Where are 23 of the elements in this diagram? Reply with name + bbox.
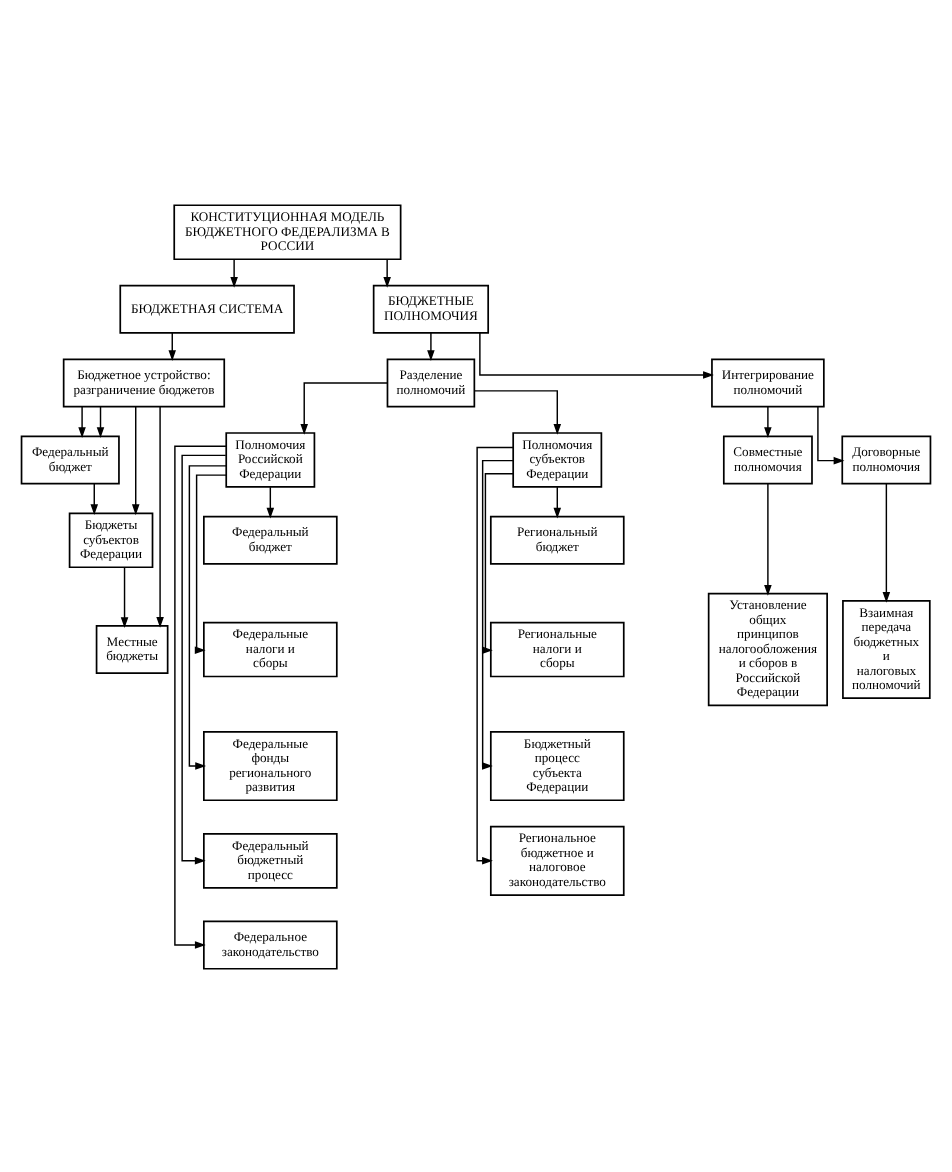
- arrow: [194, 473, 227, 653]
- arrow: [174, 444, 227, 948]
- arrow: [473, 389, 562, 434]
- arrow: [764, 405, 772, 437]
- arrow: [96, 405, 105, 437]
- arrow: [553, 485, 562, 518]
- arrow: [90, 482, 99, 514]
- arrow: [78, 405, 86, 437]
- arrow: [479, 331, 714, 378]
- arrow: [300, 381, 389, 434]
- arrow: [156, 405, 164, 627]
- arrow: [882, 482, 891, 602]
- arrow: [188, 464, 227, 769]
- arrow: [181, 453, 227, 864]
- arrow: [476, 445, 514, 864]
- arrow: [120, 565, 129, 627]
- arrow: [817, 404, 845, 464]
- arrow: [764, 482, 772, 595]
- arrow: [427, 331, 435, 360]
- arrow: [131, 405, 140, 515]
- arrow: [230, 257, 238, 287]
- arrow: [266, 485, 275, 518]
- arrow: [383, 257, 391, 287]
